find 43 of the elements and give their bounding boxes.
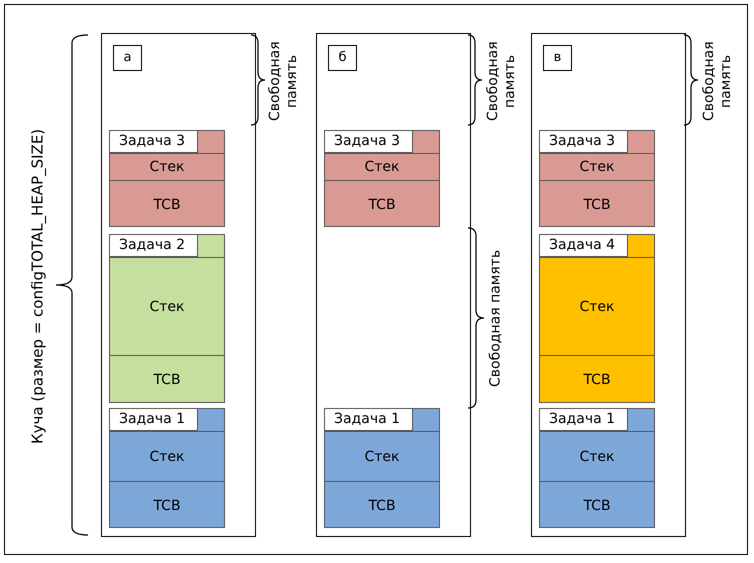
memory-column: [316, 33, 471, 537]
task-block: [109, 408, 225, 528]
task-label: Задача 4: [539, 234, 628, 257]
tcb-region: TCB: [540, 355, 654, 404]
stack-region: Стек: [110, 153, 224, 180]
task-label: Задача 3: [324, 130, 413, 153]
column-label: а: [113, 45, 142, 71]
tcb-region: TCB: [110, 180, 224, 228]
task-label: Задача 1: [109, 408, 198, 431]
stack-region: Стек: [540, 153, 654, 180]
column-label: в: [543, 45, 572, 71]
task-block: [539, 234, 655, 403]
task-label: Задача 3: [109, 130, 198, 153]
task-block: [324, 408, 440, 528]
stack-region: Стек: [325, 153, 439, 180]
task-label: Задача 3: [539, 130, 628, 153]
task-block: [109, 234, 225, 403]
column-label: б: [328, 45, 357, 71]
heap-size-label: Куча (размер = configTOTAL_HEAP_SIZE): [28, 127, 48, 446]
memory-column: [531, 33, 686, 537]
task-block: [109, 130, 225, 227]
memory-column: [101, 33, 256, 537]
tcb-region: TCB: [110, 355, 224, 404]
task-label: Задача 2: [109, 234, 198, 257]
free-memory-label: Свободная память: [486, 248, 504, 389]
free-memory-label: Свободная память: [266, 40, 301, 123]
stack-region: Стек: [325, 431, 439, 481]
tcb-region: TCB: [540, 180, 654, 228]
stack-region: Стек: [110, 257, 224, 355]
task-label: Задача 1: [539, 408, 628, 431]
task-block: [539, 408, 655, 528]
tcb-region: TCB: [540, 481, 654, 529]
task-block: [324, 130, 440, 227]
free-memory-label: Свободная память: [700, 40, 735, 123]
free-memory-label: Свободная память: [484, 40, 519, 123]
tcb-region: TCB: [325, 481, 439, 529]
task-block: [539, 130, 655, 227]
stack-region: Стек: [540, 257, 654, 355]
task-label: Задача 1: [324, 408, 413, 431]
tcb-region: TCB: [325, 180, 439, 228]
stack-region: Стек: [110, 431, 224, 481]
stack-region: Стек: [540, 431, 654, 481]
tcb-region: TCB: [110, 481, 224, 529]
